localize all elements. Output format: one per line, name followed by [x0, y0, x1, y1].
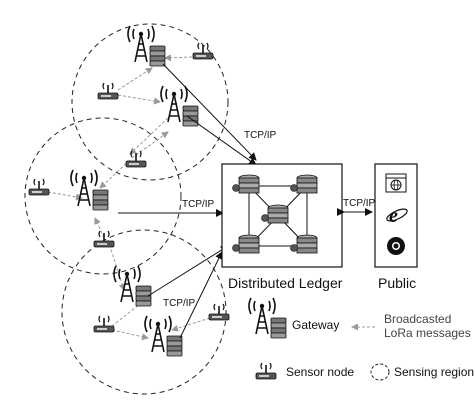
tcp-ip-label: TCP/IP [182, 199, 215, 210]
svg-text:e: e [389, 205, 398, 227]
sensor-node-icon [93, 315, 115, 333]
public-label: Public [378, 275, 416, 291]
internet-explorer-icon: e [386, 205, 408, 227]
chrome-icon [387, 237, 405, 255]
sensor-node-icon [97, 82, 119, 100]
gateway-icon [144, 315, 183, 357]
tcp-ip-label: TCP/IP [163, 298, 196, 309]
browser-window-icon [385, 173, 407, 193]
sensor-node-icon [93, 230, 115, 248]
tcp-ip-label: TCP/IP [244, 130, 277, 141]
gateway-legend-icon [248, 297, 287, 339]
sensing-region-top [71, 23, 229, 181]
sensor-node-icon [125, 150, 147, 168]
sensor-node-icon [28, 178, 50, 196]
legend-sensing-region-label: Sensing region [394, 365, 474, 379]
legend-gateway-label: Gateway [292, 318, 339, 332]
sensing-region-legend-icon [370, 363, 390, 381]
gateway-icon [113, 265, 152, 307]
legend-broadcast-line1: Broadcasted [384, 312, 451, 326]
gateway-icon [70, 169, 109, 211]
legend: Gateway Sensor node Broadcasted LoRa mes… [248, 297, 474, 381]
sensor-node-icon [192, 42, 214, 60]
tcp-ip-label: TCP/IP [343, 198, 376, 209]
gateway-icon [127, 25, 166, 67]
legend-sensor-node-label: Sensor node [286, 365, 354, 379]
sensing-region-bottom [61, 229, 227, 395]
distributed-ledger-label: Distributed Ledger [228, 275, 343, 291]
legend-broadcast-line2: LoRa messages [384, 326, 471, 340]
sensing-region-middle [24, 117, 182, 275]
sensor-node-legend-icon [255, 362, 277, 380]
